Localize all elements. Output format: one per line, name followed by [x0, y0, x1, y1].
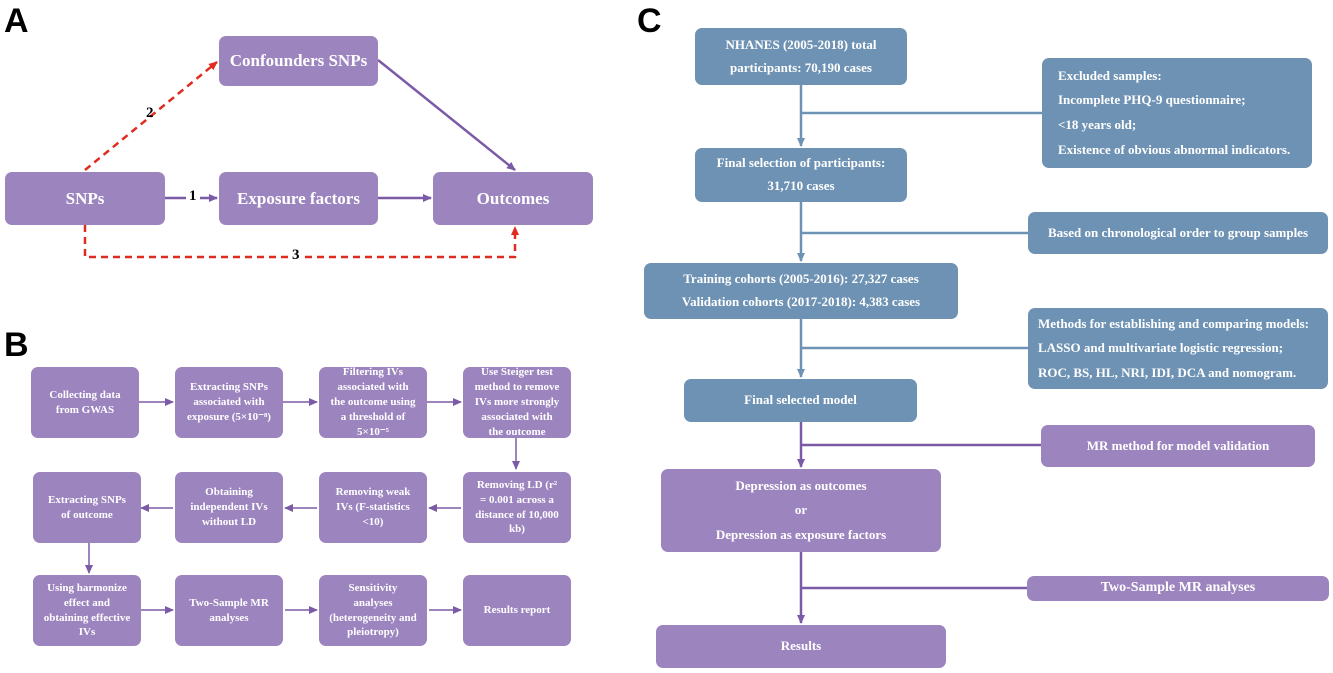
- c-chronological-grouping: Based on chronological order to group sa…: [1028, 212, 1328, 254]
- b-step-10: Two-Sample MR analyses: [175, 575, 283, 646]
- c-depression: Depression as outcomes or Depression as …: [661, 469, 941, 552]
- b-step-7: Obtaining independent IVs without LD: [175, 472, 283, 543]
- c-results: Results: [656, 625, 946, 668]
- c-cohorts: Training cohorts (2005-2016): 27,327 cas…: [644, 263, 958, 319]
- node-confounders-snps: Confounders SNPs: [219, 36, 378, 86]
- b-step-2: Extracting SNPs associated with exposure…: [175, 367, 283, 438]
- b-step-11: Sensitivity analyses (heterogeneity and …: [319, 575, 427, 646]
- c-mr-method: MR method for model validation: [1041, 425, 1315, 467]
- path-label-1: 1: [186, 188, 200, 205]
- panel-b-letter: B: [4, 326, 29, 364]
- path-label-2: 2: [146, 105, 154, 121]
- c-nhanes-total: NHANES (2005-2018) total participants: 7…: [695, 28, 907, 85]
- b-step-5: Removing LD (r² = 0.001 across a distanc…: [463, 472, 571, 543]
- panel-a-letter: A: [4, 2, 29, 40]
- c-final-model: Final selected model: [684, 379, 917, 422]
- path-label-3: 3: [288, 247, 304, 264]
- panel-c-letter: C: [637, 2, 662, 40]
- b-step-4: Use Steiger test method to remove IVs mo…: [463, 366, 571, 438]
- b-step-9: Using harmonize effect and obtaining eff…: [33, 575, 141, 646]
- node-snps: SNPs: [5, 172, 165, 225]
- c-model-methods: Methods for establishing and comparing m…: [1028, 308, 1328, 389]
- arrow-confounders-to-outcomes: [377, 59, 516, 171]
- b-step-6: Removing weak IVs (F-statistics <10): [319, 472, 427, 543]
- b-step-3: Filtering IVs associated with the outcom…: [319, 366, 427, 438]
- node-outcomes: Outcomes: [433, 172, 593, 225]
- arrow-snps-to-confounders: [84, 61, 218, 171]
- b-step-1: Collecting data from GWAS: [31, 367, 139, 438]
- b-step-8: Extracting SNPs of outcome: [33, 472, 141, 543]
- b-step-12: Results report: [463, 575, 571, 646]
- c-final-selection: Final selection of participants: 31,710 …: [695, 148, 907, 202]
- node-exposure-factors: Exposure factors: [219, 172, 378, 225]
- c-excluded-samples: Excluded samples: Incomplete PHQ-9 quest…: [1042, 58, 1312, 168]
- c-two-sample-mr: Two-Sample MR analyses: [1027, 576, 1329, 601]
